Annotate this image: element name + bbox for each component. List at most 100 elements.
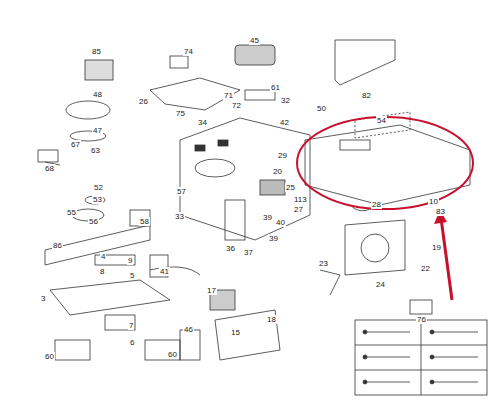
screw [432,357,478,358]
screw [432,332,478,333]
callout-number: 29 [277,151,288,160]
screw-head [363,330,367,334]
screw-head [363,355,367,359]
callout-number: 52 [93,183,104,192]
callout-number: 56 [88,217,99,226]
callout-number: 113 [293,195,308,204]
callout-number: 48 [92,90,103,99]
bottom-plate [50,280,170,315]
hardware-inset [355,300,487,395]
grille [85,60,113,80]
callout-number: 63 [90,146,101,155]
cavity-floor [195,159,235,177]
outer-case [305,125,470,205]
filter [105,315,135,330]
screw-head [430,330,434,334]
inset-grid [421,320,422,395]
bracket [150,78,240,110]
highlight-arrow [441,218,452,300]
latch [225,200,245,240]
callout-number: 22 [420,264,431,273]
callout-number: 18 [266,315,277,324]
callout-number: 8 [99,267,105,276]
callout-number: 54 [376,116,387,125]
callout-number: 60 [44,352,55,361]
callout-number: 4 [100,252,106,261]
callout-number: 25 [285,183,296,192]
callout-number: 86 [52,241,63,250]
callout-number: 19 [431,243,442,252]
callout-number: 9 [127,256,133,265]
callout-number: 50 [316,104,327,113]
callout-number: 17 [206,286,217,295]
callout-number: 45 [249,36,260,45]
transformer [260,180,285,195]
callout-number: 58 [139,217,150,226]
control-board [130,210,150,226]
callout-number: 37 [243,248,254,257]
screw-head [430,380,434,384]
callout-number: 67 [70,140,81,149]
screw [365,382,410,383]
door-trim [45,225,150,265]
inset-grid [355,345,487,346]
callout-number: 39 [268,234,279,243]
callout-number: 60 [167,350,178,359]
screw [365,357,410,358]
screw [432,382,478,383]
screw-head [430,355,434,359]
coupler [85,196,105,204]
highlight-ellipse [297,117,473,209]
callout-number: 40 [275,218,286,227]
callout-number: 83 [435,207,446,216]
vent [195,145,205,151]
inset-grid [355,370,487,371]
callout-number: 75 [175,109,186,118]
grease-filter [55,340,90,360]
callout-number: 28 [371,200,382,209]
callout-number: 26 [138,97,149,106]
panel [180,330,200,360]
callout-number: 20 [272,167,283,176]
label-plate [410,300,432,314]
duct [355,112,410,138]
callout-number: 55 [66,208,77,217]
plate [170,56,188,68]
case-vent [340,140,370,150]
callout-number: 5 [129,271,135,280]
screw-head [363,380,367,384]
callout-number: 6 [129,338,135,347]
turntable [66,101,110,119]
vent [218,140,228,146]
callout-number: 39 [262,213,273,222]
callout-number: 33 [174,212,185,221]
parts [38,40,470,360]
fan-assembly [345,220,405,275]
callout-number: 82 [361,91,372,100]
callout-number: 10 [428,197,439,206]
callout-number: 85 [91,47,102,56]
callout-number: 57 [176,187,187,196]
thermal [320,270,340,295]
callout-number: 76 [416,315,427,324]
callout-number: 3 [40,294,46,303]
callout-number: 34 [197,118,208,127]
callout-number: 74 [183,47,194,56]
callout-number: 71 [223,91,234,100]
callout-number: 27 [293,205,304,214]
callout-number: 47 [92,126,103,135]
callout-number: 41 [159,267,170,276]
grease-filter [145,340,180,360]
callout-number: 23 [318,259,329,268]
callout-number: 24 [375,280,386,289]
callout-number: 68 [44,164,55,173]
fan-blade [361,234,389,262]
callout-number: 42 [279,118,290,127]
callout-number: 53 [92,195,103,204]
callout-number: 72 [231,101,242,110]
callout-number: 46 [183,325,194,334]
inset-box [355,320,487,395]
callout-number: 15 [230,328,241,337]
callout-number: 7 [128,321,134,330]
